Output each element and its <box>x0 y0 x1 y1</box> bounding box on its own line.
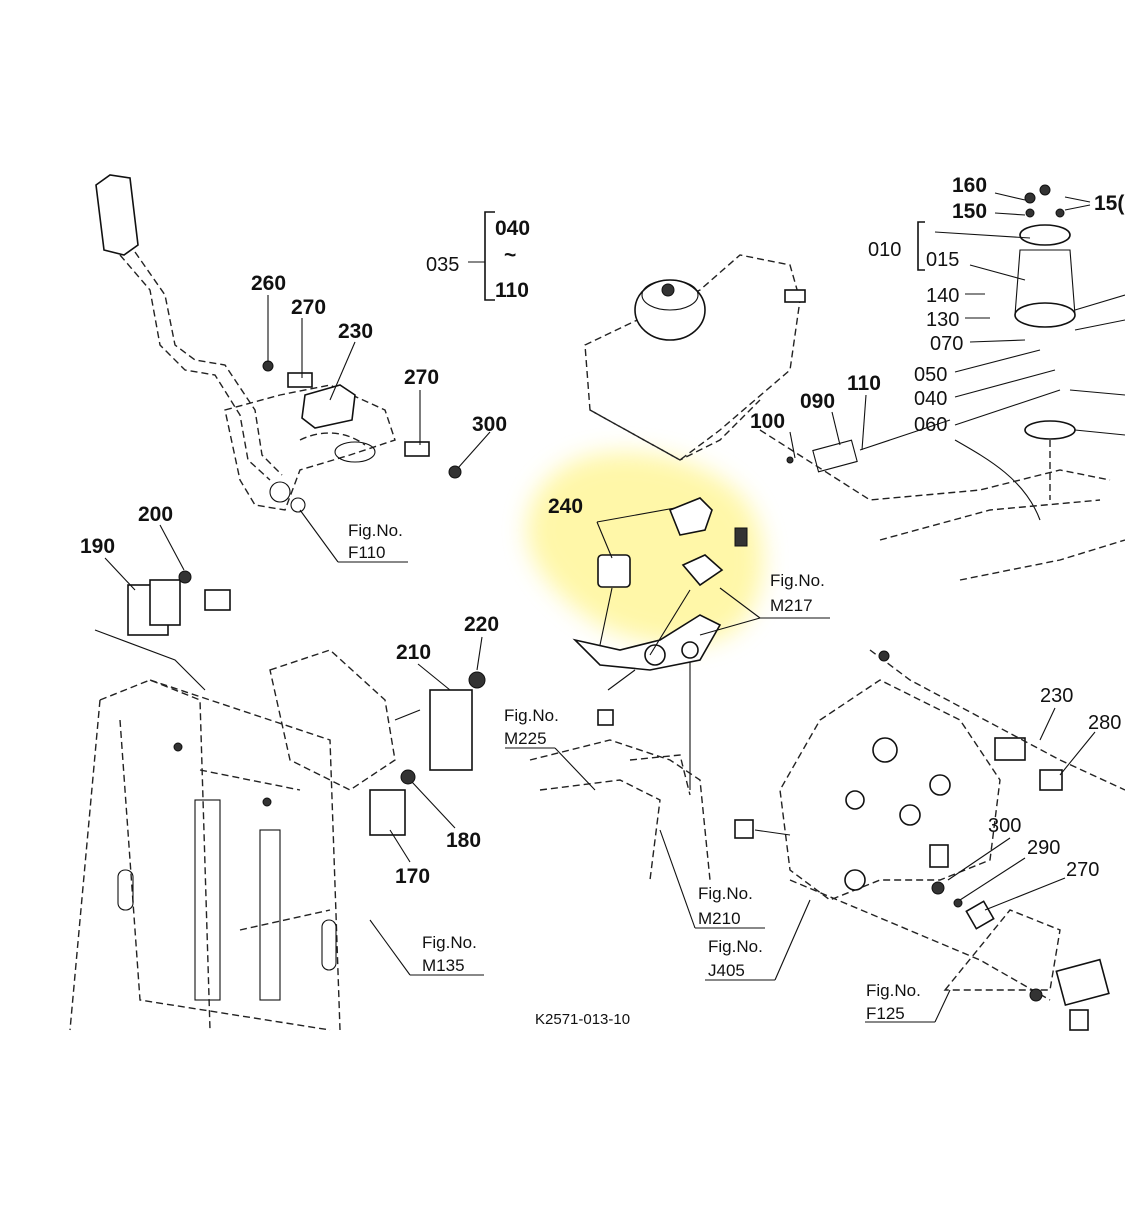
relay-190-assembly <box>94 524 231 691</box>
label-270-left: 270 <box>291 296 326 319</box>
label-230-left: 230 <box>338 320 373 343</box>
label-tilde: ~ <box>504 244 516 267</box>
label-210: 210 <box>396 641 431 664</box>
fuel-tank <box>584 254 806 461</box>
m217-leader <box>699 587 830 636</box>
label-130: 130 <box>926 309 959 331</box>
fuel-sender-assembly <box>759 184 1125 581</box>
label-110-range: 110 <box>495 279 529 302</box>
ref-f110-value: F110 <box>348 543 386 562</box>
hydraulic-pump <box>734 649 1125 1031</box>
ref-m217-value: M217 <box>770 596 813 615</box>
lower-center-parts <box>505 739 765 929</box>
hand-lever-assembly <box>95 174 396 513</box>
right-top-leaders <box>789 192 1125 459</box>
label-190: 190 <box>80 535 115 558</box>
label-170: 170 <box>395 865 430 888</box>
highlight-240 <box>526 452 764 645</box>
label-260: 260 <box>251 272 286 295</box>
switch-240-assembly <box>572 497 748 790</box>
label-160: 160 <box>952 174 987 197</box>
left-leaders <box>267 295 491 563</box>
ref-m135-label: Fig.No. <box>422 933 477 952</box>
label-200: 200 <box>138 503 173 526</box>
label-035: 035 <box>426 254 459 276</box>
label-015: 015 <box>926 249 959 271</box>
ref-m210-label: Fig.No. <box>698 884 753 903</box>
label-300-right: 300 <box>988 815 1021 837</box>
label-100: 100 <box>750 410 785 433</box>
right-bottom-leaders <box>705 837 1066 1023</box>
label-010: 010 <box>868 239 901 261</box>
label-150-a: 150 <box>952 200 987 223</box>
label-290: 290 <box>1027 837 1060 859</box>
label-230-right: 230 <box>1040 685 1073 707</box>
ref-j405-label: Fig.No. <box>708 937 763 956</box>
label-050: 050 <box>914 364 947 386</box>
drawing-code: K2571-013-10 <box>535 1011 630 1028</box>
label-270-right: 270 <box>1066 859 1099 881</box>
label-110: 110 <box>847 372 881 395</box>
label-040-range: 040 <box>495 217 530 240</box>
label-040-right: 040 <box>914 388 947 410</box>
label-240: 240 <box>548 495 583 518</box>
label-060: 060 <box>914 414 947 436</box>
ref-f125-label: Fig.No. <box>866 981 921 1000</box>
label-090: 090 <box>800 390 835 413</box>
label-220: 220 <box>464 613 499 636</box>
label-270-mid: 270 <box>404 366 439 389</box>
cabin-frame <box>69 649 396 1031</box>
label-140: 140 <box>926 285 959 307</box>
ref-j405-value: J405 <box>708 961 745 980</box>
ref-m135-value: M135 <box>422 956 465 975</box>
m135-leader <box>369 919 484 976</box>
ref-m217-label: Fig.No. <box>770 571 825 590</box>
ref-f125-value: F125 <box>866 1004 905 1023</box>
label-300-left: 300 <box>472 413 507 436</box>
relays-210-170 <box>369 636 486 863</box>
ref-m210-value: M210 <box>698 909 741 928</box>
label-280: 280 <box>1088 712 1121 734</box>
ref-m225-value: M225 <box>504 729 547 748</box>
ref-f110-label: Fig.No. <box>348 521 403 540</box>
ref-m225-label: Fig.No. <box>504 706 559 725</box>
label-150-b: 15( <box>1094 192 1124 215</box>
bracket-035 <box>468 211 495 301</box>
label-070: 070 <box>930 333 963 355</box>
label-180: 180 <box>446 829 481 852</box>
